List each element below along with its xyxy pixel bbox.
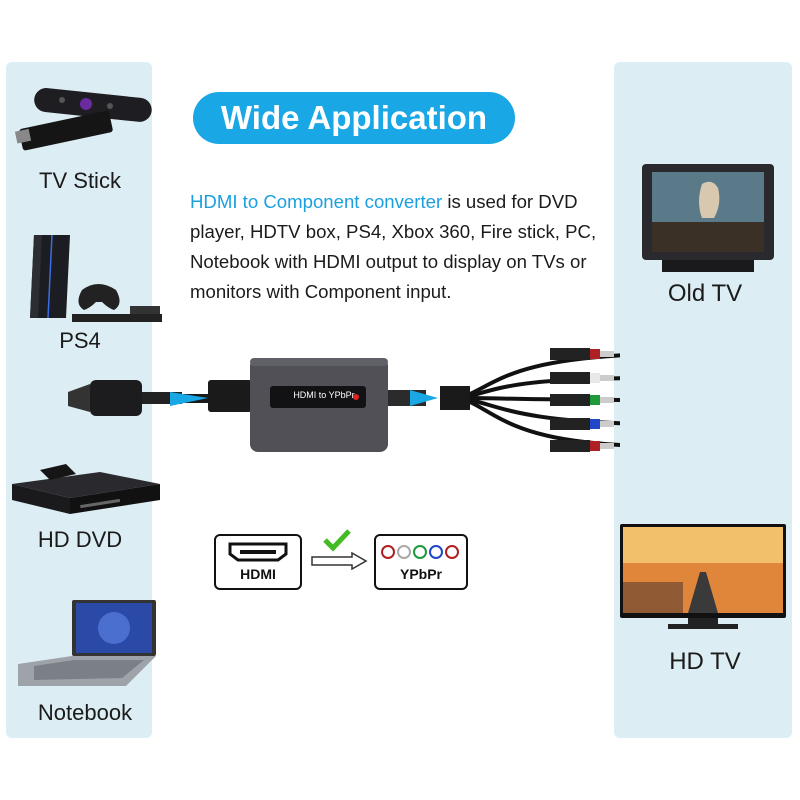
- hd-tv-icon: [620, 524, 786, 629]
- arrow-right-icon: [311, 552, 368, 570]
- ypbpr-ports-icon: [381, 545, 459, 559]
- hdmi-port-icon: [228, 542, 288, 562]
- hd-tv-label: HD TV: [669, 648, 741, 675]
- converter-label: HDMI to YPbPr: [293, 390, 355, 400]
- checkmark-icon: [323, 529, 351, 552]
- notebook-label: Notebook: [37, 700, 133, 725]
- page-title: Wide Application: [193, 92, 515, 144]
- converter-illustration: [68, 348, 620, 452]
- ps4-icon: [30, 234, 162, 322]
- notebook-icon: [18, 600, 156, 686]
- description-highlight: HDMI to Component converter: [190, 191, 443, 212]
- description: HDMI to Component converter is used for …: [190, 187, 620, 307]
- description-text: is used for DVD player, HDTV box, PS4, X…: [190, 191, 597, 302]
- tv-stick-icon: [14, 88, 152, 151]
- old-tv-label: Old TV: [667, 280, 743, 307]
- ypbpr-box: YPbPr: [374, 534, 468, 590]
- arrow-left-cable-icon: [170, 392, 208, 406]
- hdmi-label: HDMI: [240, 566, 276, 582]
- ps4-label: PS4: [59, 328, 101, 353]
- hd-dvd-player-icon: [12, 464, 160, 514]
- hd-dvd-label: HD DVD: [37, 527, 123, 552]
- ypbpr-label: YPbPr: [399, 566, 442, 582]
- tv-stick-label: TV Stick: [39, 168, 121, 193]
- hdmi-box: HDMI: [214, 534, 302, 590]
- old-tv-icon: [642, 164, 774, 272]
